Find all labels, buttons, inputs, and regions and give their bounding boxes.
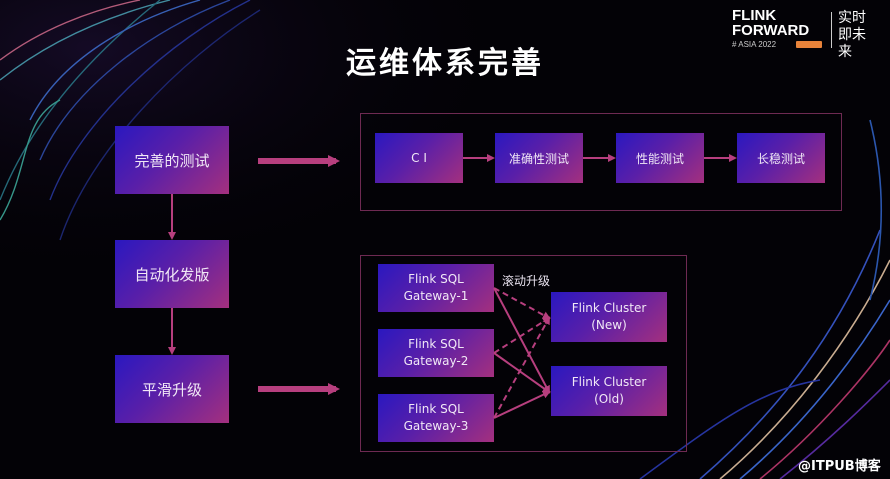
pipeline-step-label: C I	[411, 151, 427, 165]
pipeline-step-performance: 性能测试	[616, 133, 704, 183]
rolling-upgrade-label: 滚动升级	[502, 274, 551, 288]
gateway-line2: Gateway-1	[403, 289, 469, 303]
flink-forward-logo: FLINK FORWARD # ASIA 2022 实时即未来	[730, 7, 890, 60]
cluster-line1: Flink Cluster	[571, 375, 647, 389]
gateway-line1: Flink SQL	[408, 272, 464, 286]
cluster-line2: (Old)	[594, 392, 624, 406]
cluster-line2: (New)	[591, 318, 627, 332]
flow-box-smooth-upgrade: 平滑升级	[115, 355, 229, 423]
flow-box-label: 平滑升级	[141, 380, 202, 399]
cluster-line1: Flink Cluster	[571, 301, 647, 315]
pipeline-step-accuracy: 准确性测试	[495, 133, 583, 183]
gateway-box-3: Flink SQL Gateway-3	[378, 394, 494, 442]
logo-badge	[796, 41, 822, 48]
gateway-box-2: Flink SQL Gateway-2	[378, 329, 494, 377]
upgrade-frame	[360, 255, 687, 452]
flow-box-testing: 完善的测试	[115, 126, 229, 194]
gateway-line1: Flink SQL	[408, 337, 464, 351]
watermark: @ITPUB博客	[798, 459, 881, 474]
flow-box-auto-release: 自动化发版	[115, 240, 229, 308]
cluster-box-new: Flink Cluster (New)	[551, 292, 667, 342]
pipeline-step-ci: C I	[375, 133, 463, 183]
pipeline-step-stability: 长稳测试	[737, 133, 825, 183]
logo-slogan: 实时即未来	[838, 10, 866, 60]
flow-box-label: 自动化发版	[134, 265, 210, 284]
logo-line2: FORWARD	[732, 22, 810, 39]
cluster-box-old: Flink Cluster (Old)	[551, 366, 667, 416]
logo-separator	[831, 12, 832, 48]
gateway-line1: Flink SQL	[408, 402, 464, 416]
pipeline-step-label: 长稳测试	[756, 151, 805, 166]
logo-line1: FLINK	[732, 7, 777, 24]
gateway-line2: Gateway-3	[403, 419, 469, 433]
pipeline-step-label: 性能测试	[635, 151, 684, 166]
slide-title: 运维体系完善	[346, 46, 544, 81]
test-pipeline-frame	[360, 113, 842, 211]
pipeline-step-label: 准确性测试	[508, 151, 569, 166]
gateway-line2: Gateway-2	[403, 354, 469, 368]
flow-box-label: 完善的测试	[134, 151, 210, 170]
logo-event: # ASIA 2022	[732, 40, 777, 49]
gateway-box-1: Flink SQL Gateway-1	[378, 264, 494, 312]
